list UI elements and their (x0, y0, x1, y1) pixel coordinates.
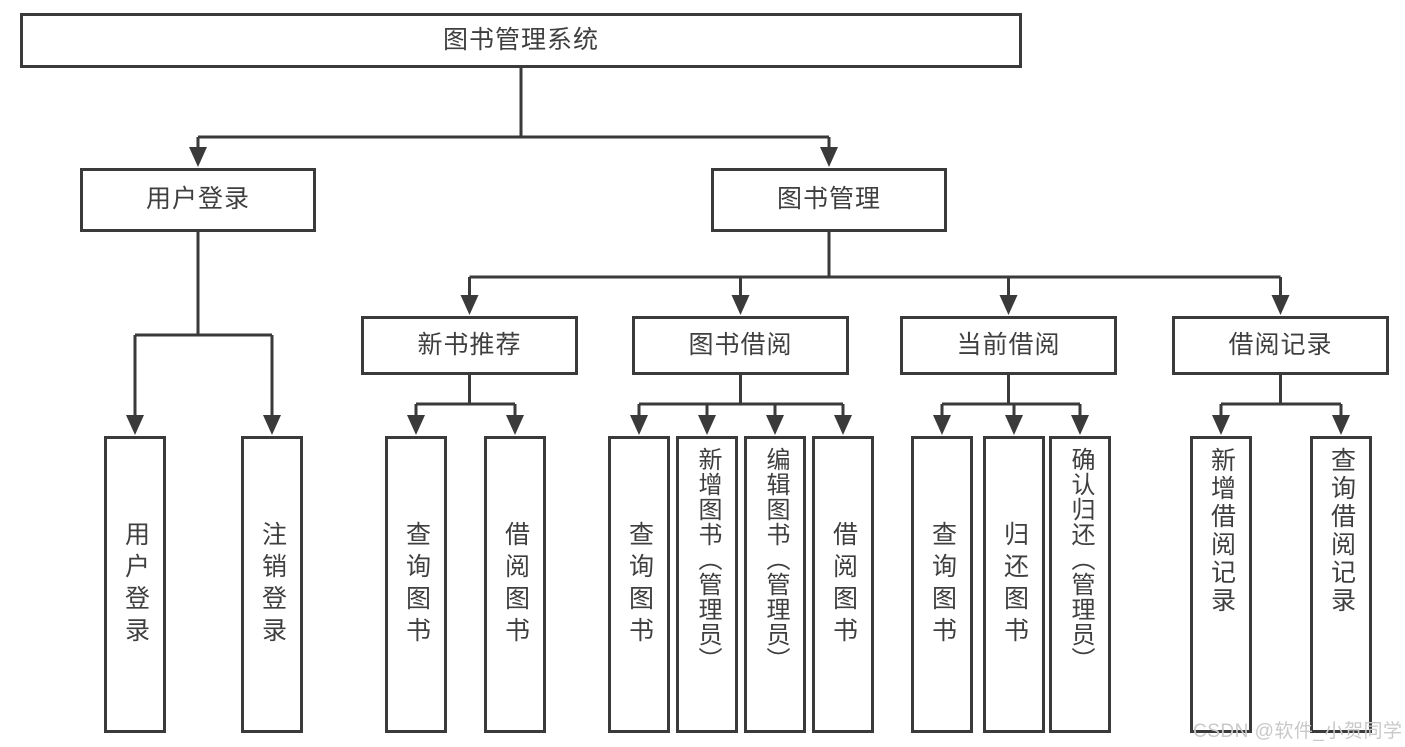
node-label: 查询图书 (402, 520, 431, 649)
node-label: 借阅记录 (1228, 330, 1333, 359)
csdn-watermark: CSDN @软件_小贺同学 (1193, 721, 1403, 742)
node-leaf-node-6-编辑图书管理员[interactable]: 编辑图书（管理员） (744, 436, 806, 733)
node-label: 注销登录 (258, 520, 287, 649)
node-leaf-node-11-新增借阅记录[interactable]: 新增借阅记录 (1190, 436, 1252, 733)
node-leaf-node-1-注销登录[interactable]: 注销登录 (241, 436, 303, 733)
node-label: 新增图书（管理员） (694, 447, 721, 672)
node-leaf-node-2-查询图书[interactable]: 查询图书 (385, 436, 447, 733)
node-root-图书管理系统[interactable]: 图书管理系统 (20, 13, 1022, 68)
node-label: 新书推荐 (417, 330, 522, 359)
node-leaf-node-3-借阅图书[interactable]: 借阅图书 (484, 436, 546, 733)
node-l2-用户登录[interactable]: 用户登录 (80, 168, 316, 232)
node-leaf-node-8-查询图书[interactable]: 查询图书 (911, 436, 973, 733)
node-leaf-node-9-归还图书[interactable]: 归还图书 (983, 436, 1045, 733)
node-l3-图书借阅[interactable]: 图书借阅 (632, 316, 849, 375)
node-l3-当前借阅[interactable]: 当前借阅 (900, 316, 1117, 375)
node-leaf-node-10-确认归还管理员[interactable]: 确认归还（管理员） (1049, 436, 1111, 733)
node-label: 当前借阅 (956, 330, 1061, 359)
node-label: 查询借阅记录 (1327, 447, 1356, 615)
node-leaf-node-5-新增图书管理员[interactable]: 新增图书（管理员） (676, 436, 738, 733)
node-label: 确认归还（管理员） (1067, 447, 1094, 672)
node-leaf-node-12-查询借阅记录[interactable]: 查询借阅记录 (1310, 436, 1372, 733)
node-l3-借阅记录[interactable]: 借阅记录 (1172, 316, 1389, 375)
node-label: 借阅图书 (829, 520, 858, 649)
node-label: 归还图书 (1000, 520, 1029, 649)
node-label: 新增借阅记录 (1207, 447, 1236, 615)
node-label: 编辑图书（管理员） (762, 447, 789, 672)
node-leaf-node-7-借阅图书[interactable]: 借阅图书 (812, 436, 874, 733)
node-label: 查询图书 (625, 520, 654, 649)
node-label: 查询图书 (928, 520, 957, 649)
node-l3-新书推荐[interactable]: 新书推荐 (361, 316, 578, 375)
node-label: 图书借阅 (688, 330, 793, 359)
node-leaf-node-0-用户登录[interactable]: 用户登录 (104, 436, 166, 733)
node-l2-图书管理[interactable]: 图书管理 (711, 168, 947, 232)
node-label: 图书管理 (776, 185, 881, 214)
node-label: 图书管理系统 (442, 25, 599, 54)
node-label: 借阅图书 (501, 520, 530, 649)
node-label: 用户登录 (145, 185, 250, 214)
node-leaf-node-4-查询图书[interactable]: 查询图书 (608, 436, 670, 733)
node-label: 用户登录 (121, 520, 150, 649)
